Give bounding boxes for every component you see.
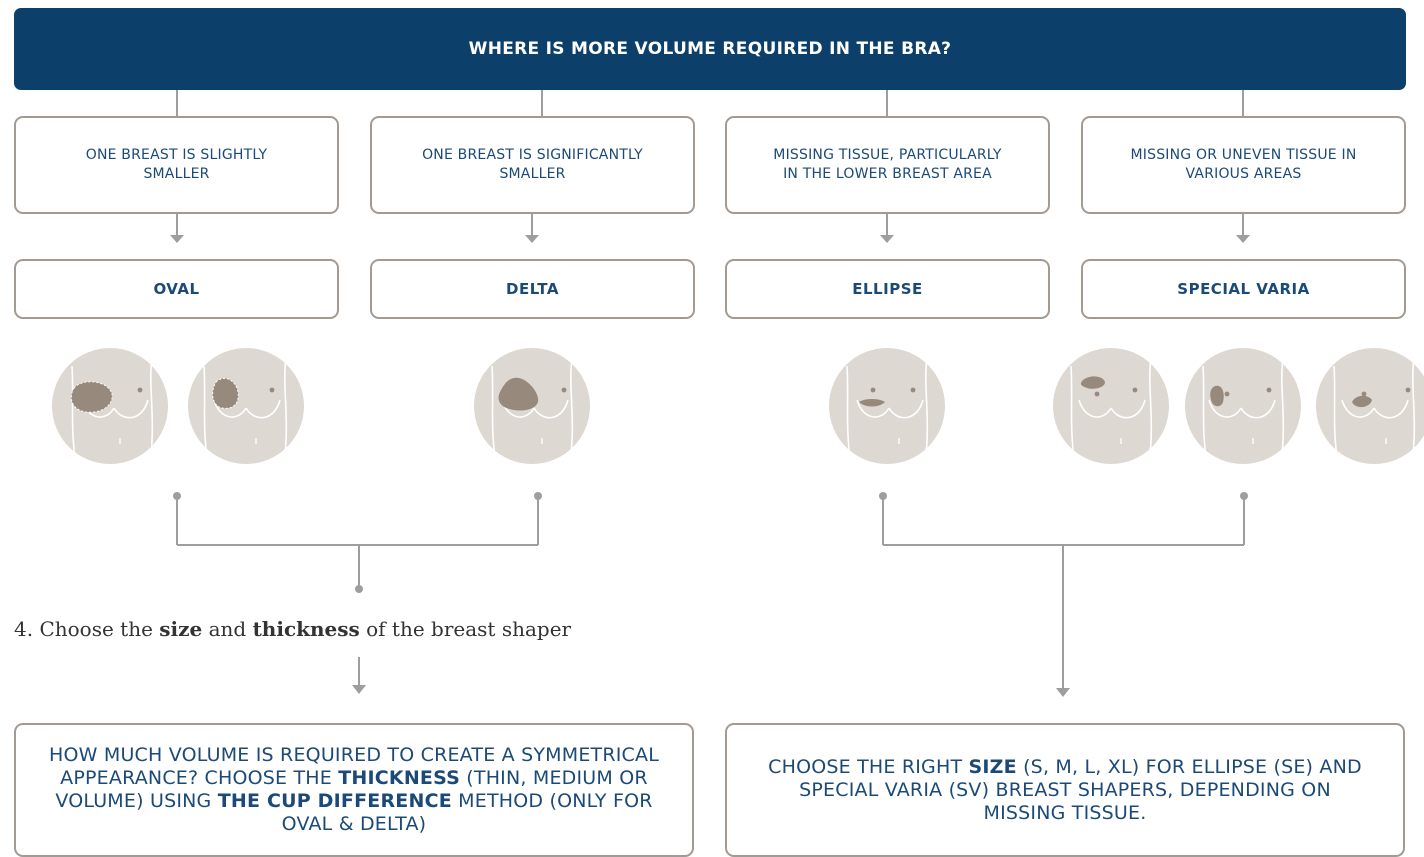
result-size-box: CHOOSE THE RIGHT SIZE (S, M, L, XL) FOR … (725, 723, 1405, 857)
result-right-bold1: SIZE (968, 755, 1017, 778)
result-left-bold2: THE CUP DIFFERENCE (217, 790, 452, 812)
step-instruction: 4. Choose the size and thickness of the … (14, 617, 714, 647)
shape-ellipse: ELLIPSE (725, 259, 1050, 319)
result-left-part1: HOW MUCH VOLUME IS REQUIRED TO CREATE A … (48, 744, 660, 789)
header-title: WHERE IS MORE VOLUME REQUIRED IN THE BRA… (14, 8, 1406, 90)
shape-oval: OVAL (14, 259, 339, 319)
condition-lower-tissue: MISSING TISSUE, PARTICULARLY IN THE LOWE… (725, 116, 1050, 214)
result-right-part1: CHOOSE THE RIGHT (768, 755, 969, 778)
step-size: size (159, 617, 203, 641)
result-thickness-text: HOW MUCH VOLUME IS REQUIRED TO CREATE A … (46, 744, 662, 836)
oval-illustration-1 (52, 348, 168, 464)
result-left-part2: (THIN, MEDIUM OR VOLUME) USING (55, 767, 648, 812)
shape-delta: DELTA (370, 259, 695, 319)
special-varia-illustration-1 (1053, 348, 1169, 464)
result-left-bold1: THICKNESS (338, 767, 461, 789)
result-right-part2: (S, M, L, XL) FOR ELLIPSE (SE) AND SPECI… (799, 755, 1362, 824)
result-size-text: CHOOSE THE RIGHT SIZE (S, M, L, XL) FOR … (757, 756, 1373, 825)
step-thickness: thickness (252, 617, 360, 641)
condition-various-areas: MISSING OR UNEVEN TISSUE IN VARIOUS AREA… (1081, 116, 1406, 214)
ellipse-illustration (829, 348, 945, 464)
special-varia-illustration-2 (1185, 348, 1301, 464)
oval-illustration-2 (188, 348, 304, 464)
delta-illustration (474, 348, 590, 464)
shape-special-varia: SPECIAL VARIA (1081, 259, 1406, 319)
step-suffix: of the breast shaper (359, 617, 572, 641)
condition-slightly-smaller: ONE BREAST IS SLIGHTLY SMALLER (14, 116, 339, 214)
result-thickness-box: HOW MUCH VOLUME IS REQUIRED TO CREATE A … (14, 723, 694, 857)
step-prefix: 4. Choose the (14, 617, 160, 641)
step-mid: and (202, 617, 253, 641)
special-varia-illustration-3 (1316, 348, 1424, 464)
condition-significantly-smaller: ONE BREAST IS SIGNIFICANTLY SMALLER (370, 116, 695, 214)
result-left-part3: METHOD (ONLY FOR OVAL & DELTA) (281, 790, 653, 835)
